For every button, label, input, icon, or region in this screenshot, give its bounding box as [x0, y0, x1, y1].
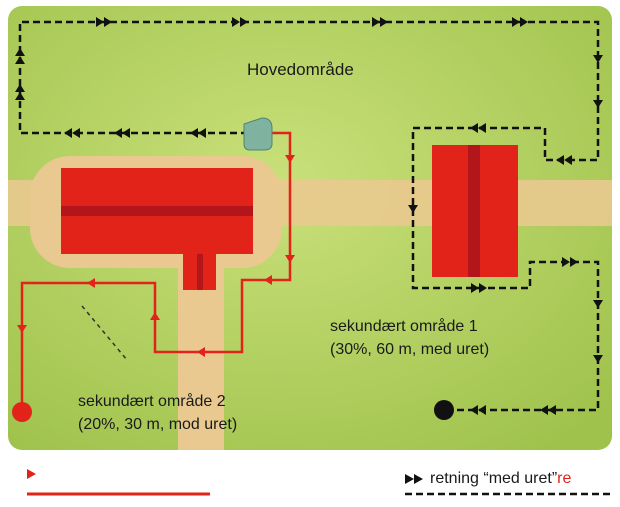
main-area-label: Hovedområde [247, 60, 354, 79]
side-building-ridge [468, 145, 480, 277]
legend-clockwise-marker [405, 474, 610, 496]
lawn [8, 6, 612, 450]
secondary-area-1-details: (30%, 60 m, med uret) [330, 341, 490, 358]
guide-wire-counterclockwise [20, 131, 292, 410]
secondary-area-2-name: sekundært område 2 [78, 393, 226, 410]
secondary-area-2-details: (20%, 30 m, mod uret) [78, 416, 238, 433]
start-point-clockwise-icon [434, 400, 454, 420]
legend-counterclockwise-fragment: re [557, 470, 572, 487]
start-point-counterclockwise-icon [12, 402, 32, 422]
main-building-annex-ridge [197, 254, 203, 290]
vertical-path [178, 260, 224, 450]
clockwise-direction-markers [15, 17, 603, 415]
secondary-area-1-name: sekundært område 1 [330, 318, 478, 335]
legend-single-arrow-icon [27, 469, 36, 479]
legend-text: retning “med uret”re [430, 470, 571, 488]
legend-counterclockwise-marker [27, 469, 210, 496]
measurement-line [81, 305, 128, 361]
legend-double-arrow-icon [405, 474, 423, 484]
charging-station-icon [243, 117, 273, 151]
counterclockwise-direction-markers [17, 155, 295, 357]
legend-clockwise-label: retning “med uret” [430, 470, 558, 487]
main-building-ridge [61, 206, 253, 216]
